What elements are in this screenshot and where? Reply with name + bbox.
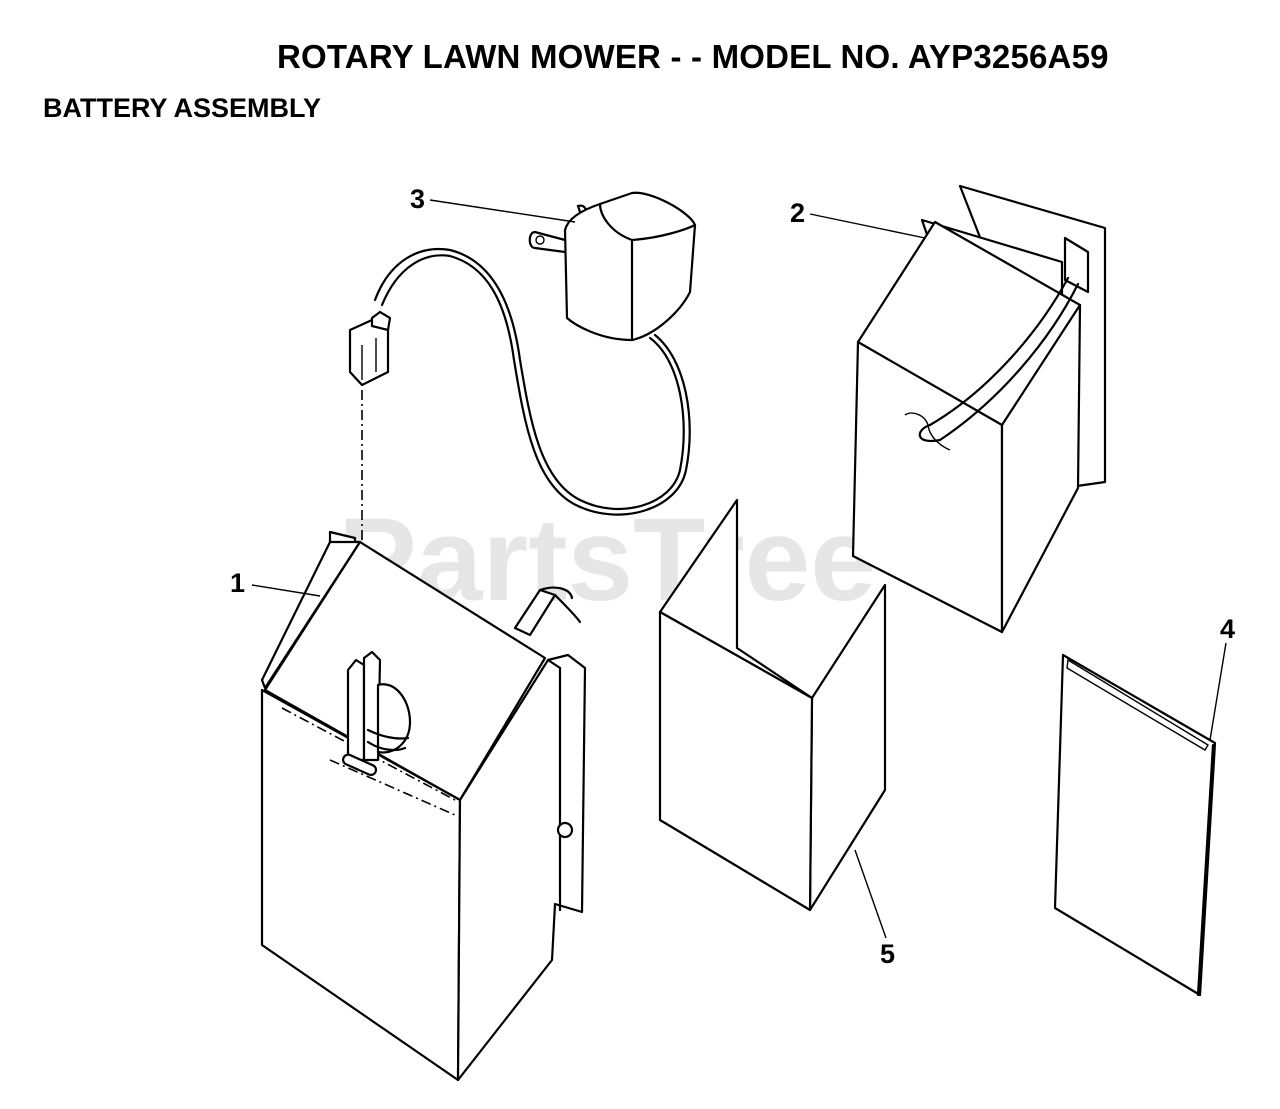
part-1-battery-box[interactable] [260, 530, 587, 1082]
callout-5-label: 5 [880, 939, 895, 969]
callout-4: 4 [1209, 614, 1235, 741]
callout-1-label: 1 [230, 568, 245, 598]
callout-3-label: 3 [410, 184, 425, 214]
callout-1: 1 [230, 568, 321, 598]
callout-5: 5 [854, 849, 895, 969]
part-4-plate[interactable] [1053, 653, 1217, 997]
page-title: ROTARY LAWN MOWER - - MODEL NO. AYP3256A… [277, 38, 1109, 75]
callout-3: 3 [410, 184, 576, 223]
part-3-charger[interactable] [348, 191, 697, 690]
callout-2-label: 2 [790, 198, 805, 228]
section-title: BATTERY ASSEMBLY [43, 93, 322, 123]
part-2-battery[interactable] [851, 184, 1107, 634]
callout-2: 2 [790, 198, 926, 239]
callout-4-label: 4 [1220, 614, 1235, 644]
part-5-sleeve[interactable] [658, 498, 887, 912]
